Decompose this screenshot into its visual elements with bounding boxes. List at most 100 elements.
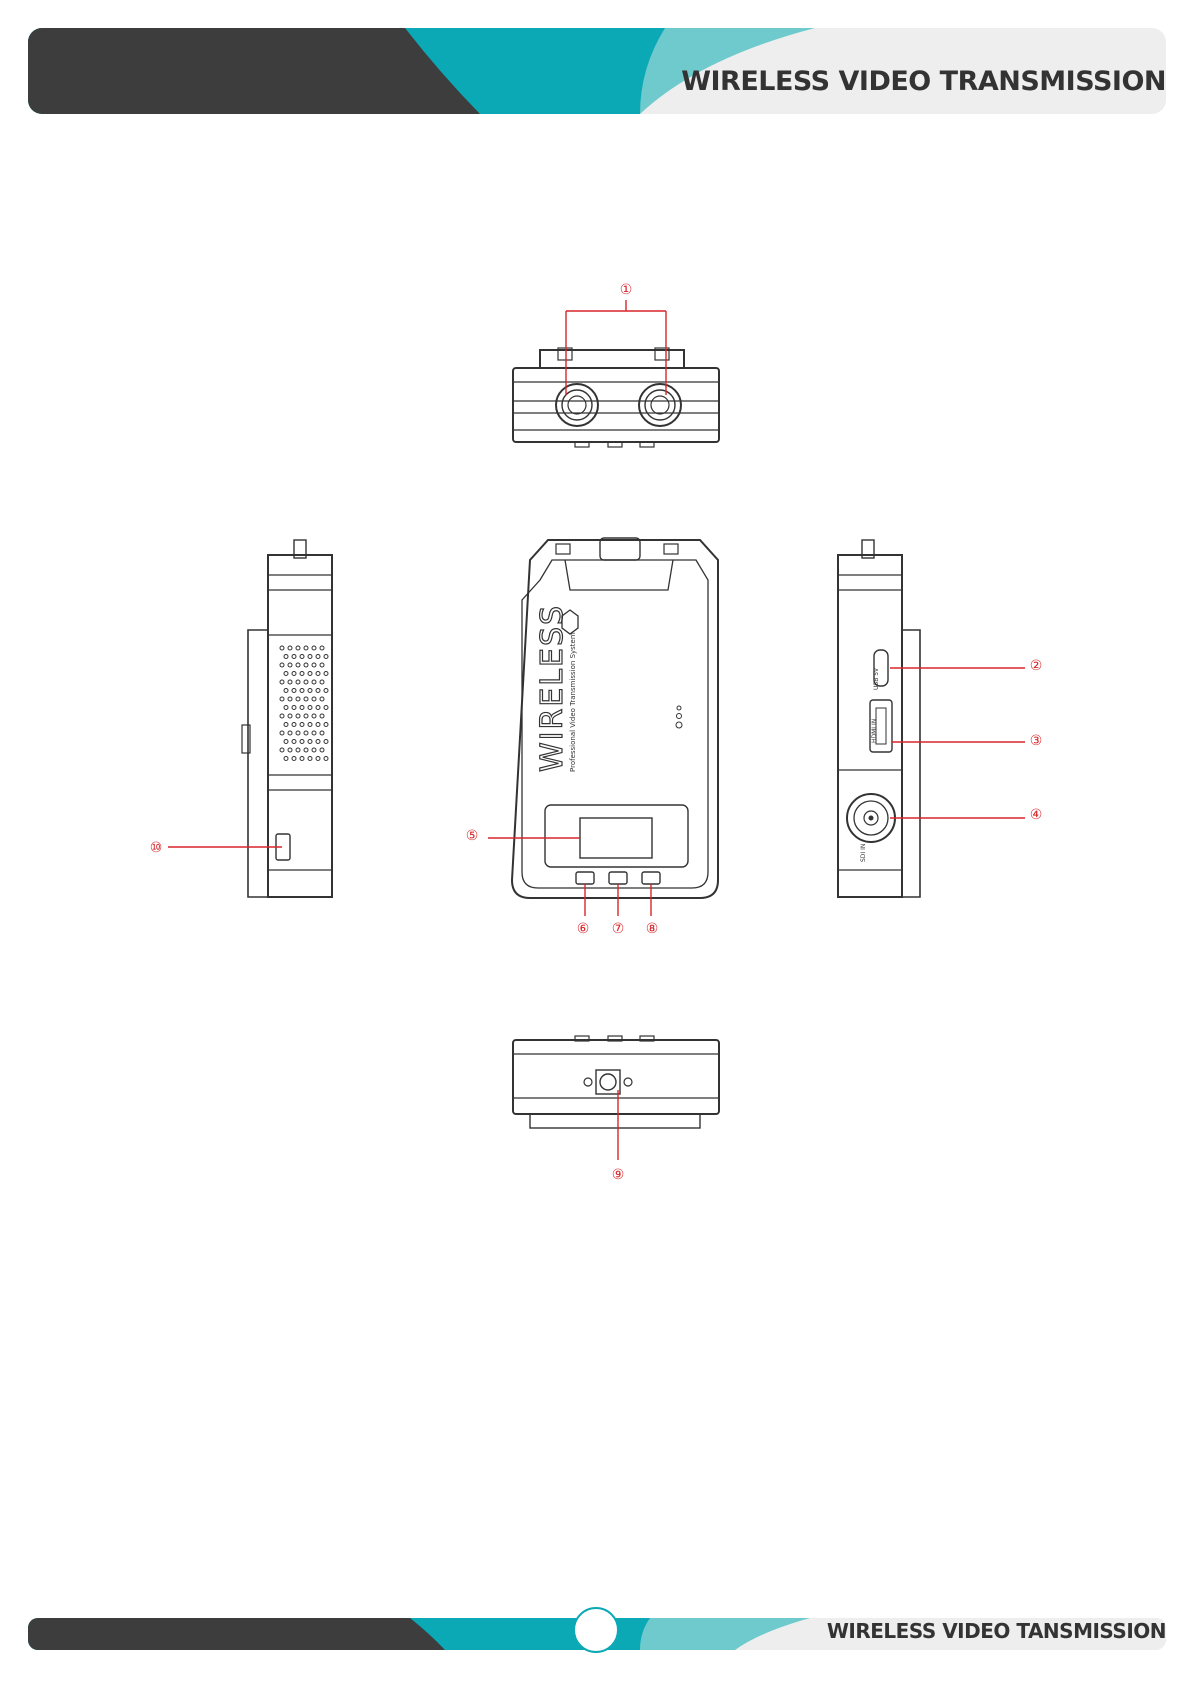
- vent-hole: [280, 680, 284, 684]
- vent-hole: [288, 714, 292, 718]
- vent-hole: [308, 757, 312, 761]
- vent-hole: [292, 689, 296, 693]
- vent-hole: [280, 731, 284, 735]
- button-7: [609, 872, 627, 884]
- vent-hole: [304, 646, 308, 650]
- vent-hole: [296, 646, 300, 650]
- button-8: [642, 872, 660, 884]
- usb-label: USB 5V: [873, 667, 880, 690]
- vent-hole: [324, 689, 328, 693]
- vent-hole: [324, 723, 328, 727]
- vent-hole: [300, 706, 304, 710]
- antenna-connector-left: [556, 384, 598, 426]
- vent-hole: [300, 672, 304, 676]
- vent-hole: [320, 697, 324, 701]
- vent-hole: [316, 706, 320, 710]
- vent-hole: [324, 672, 328, 676]
- callout-6: ⑥: [577, 921, 590, 937]
- vent-hole: [312, 748, 316, 752]
- vent-hole: [316, 740, 320, 744]
- vent-hole: [292, 740, 296, 744]
- vent-hole: [284, 655, 288, 659]
- left-side-view: [242, 540, 332, 897]
- vent-hole: [296, 714, 300, 718]
- vent-hole: [284, 723, 288, 727]
- vent-hole: [288, 697, 292, 701]
- callout-lines: [168, 300, 1025, 1160]
- vent-hole: [288, 646, 292, 650]
- vent-hole: [280, 646, 284, 650]
- vent-hole: [320, 748, 324, 752]
- callout-8: ⑧: [646, 921, 659, 937]
- callout-4: ④: [1030, 807, 1043, 823]
- vent-hole: [292, 706, 296, 710]
- vent-hole: [292, 757, 296, 761]
- oled-display: [580, 818, 652, 858]
- vent-hole: [312, 663, 316, 667]
- vent-hole: [300, 740, 304, 744]
- vent-hole: [280, 748, 284, 752]
- vent-hole: [320, 714, 324, 718]
- vent-hole: [316, 757, 320, 761]
- vent-hole: [284, 672, 288, 676]
- sdi-label: SDI IN: [860, 844, 867, 862]
- vent-hole: [284, 757, 288, 761]
- vent-hole: [316, 723, 320, 727]
- vent-hole: [304, 680, 308, 684]
- callout-1: ①: [620, 282, 633, 298]
- vent-hole: [316, 672, 320, 676]
- vent-hole: [296, 663, 300, 667]
- vent-hole: [288, 731, 292, 735]
- vent-hole: [312, 731, 316, 735]
- brand-text: WIRELESS: [535, 604, 570, 772]
- vent-hole: [324, 740, 328, 744]
- callout-9: ⑨: [612, 1167, 625, 1183]
- vent-hole: [312, 646, 316, 650]
- vent-hole: [312, 697, 316, 701]
- vent-hole: [280, 697, 284, 701]
- vent-hole: [320, 731, 324, 735]
- vent-hole: [284, 706, 288, 710]
- vent-hole: [296, 680, 300, 684]
- vent-hole: [308, 740, 312, 744]
- vent-hole: [288, 663, 292, 667]
- vent-hole: [296, 697, 300, 701]
- vent-hole: [324, 757, 328, 761]
- button-6: [576, 872, 594, 884]
- vent-hole: [320, 663, 324, 667]
- vent-hole: [280, 663, 284, 667]
- vent-hole: [320, 646, 324, 650]
- vent-hole: [284, 689, 288, 693]
- top-view: [513, 348, 719, 447]
- vent-hole: [292, 672, 296, 676]
- callout-5: ⑤: [466, 828, 479, 844]
- vent-hole: [304, 697, 308, 701]
- vent-hole: [300, 757, 304, 761]
- vent-hole: [292, 655, 296, 659]
- antenna-connector-right: [639, 384, 681, 426]
- vent-hole: [292, 723, 296, 727]
- vent-hole: [324, 655, 328, 659]
- vent-hole: [320, 680, 324, 684]
- vent-hole: [300, 655, 304, 659]
- vent-hole: [304, 731, 308, 735]
- vent-hole: [316, 655, 320, 659]
- vent-hole: [312, 680, 316, 684]
- vent-hole: [324, 706, 328, 710]
- vent-hole: [300, 689, 304, 693]
- vent-hole: [316, 689, 320, 693]
- vent-hole: [284, 740, 288, 744]
- vent-hole: [308, 672, 312, 676]
- vent-hole: [308, 655, 312, 659]
- vent-hole: [288, 748, 292, 752]
- vent-hole: [308, 689, 312, 693]
- right-side-view: [838, 540, 920, 897]
- callout-7: ⑦: [612, 921, 625, 937]
- vent-hole: [312, 714, 316, 718]
- vent-hole: [300, 723, 304, 727]
- vent-hole: [304, 663, 308, 667]
- vent-hole: [280, 714, 284, 718]
- bottom-view: [513, 1036, 719, 1128]
- hdmi-label: HDMI IN: [871, 719, 878, 743]
- callout-10: ⑩: [150, 840, 163, 856]
